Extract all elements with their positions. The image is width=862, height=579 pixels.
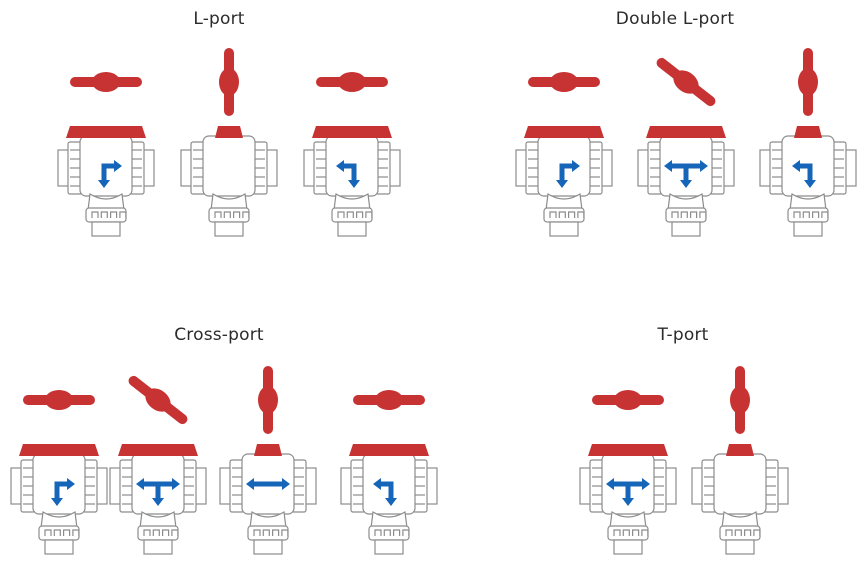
group-title-double-l-port: Double L-port	[615, 9, 735, 29]
valve-2	[180, 48, 278, 237]
valve-body	[303, 135, 401, 237]
valve-cap	[646, 126, 726, 138]
valve-3	[303, 72, 401, 237]
flow-arrow-left-right-down	[664, 160, 708, 188]
valve-2	[109, 375, 207, 555]
valve-handle-vertical	[730, 366, 750, 434]
valve-cap	[118, 444, 198, 456]
valve-cap	[349, 444, 429, 456]
flow-arrow-left-down	[98, 160, 122, 188]
valve-cap	[312, 126, 392, 138]
valve-cap	[19, 444, 99, 456]
valve-body	[57, 135, 155, 237]
flow-arrow-right-down	[373, 478, 397, 506]
valve-1	[57, 72, 155, 237]
flow-arrow-left-right	[246, 478, 290, 490]
valve-handle-vertical	[798, 48, 818, 116]
valve-body	[109, 453, 207, 555]
flow-arrow-left-down	[556, 160, 580, 188]
valve-handle-diagonal	[656, 57, 716, 107]
flow-arrow-left-right-down	[606, 478, 650, 506]
flow-arrow-right-down	[336, 160, 360, 188]
valve-handle-horizontal	[70, 72, 142, 92]
valve-2	[691, 366, 789, 555]
group-title-l-port: L-port	[193, 9, 245, 29]
flow-arrow-left-down	[51, 478, 75, 506]
valve-cap	[254, 444, 282, 456]
group-title-cross-port: Cross-port	[174, 325, 264, 345]
valve-cap	[726, 444, 754, 456]
valve-body	[579, 453, 677, 555]
group-title-t-port: T-port	[657, 325, 709, 345]
valve-body	[10, 453, 108, 555]
valve-body	[340, 453, 438, 555]
valve-body	[637, 135, 735, 237]
valve-handle-horizontal	[353, 390, 425, 410]
valve-handle-horizontal	[23, 390, 95, 410]
valve-1	[579, 390, 677, 555]
valve-3	[759, 48, 857, 237]
valve-body	[515, 135, 613, 237]
valve-handle-horizontal	[528, 72, 600, 92]
flow-arrow-left-right-down	[136, 478, 180, 506]
valve-body	[691, 453, 789, 555]
valve-handle-horizontal	[316, 72, 388, 92]
valve-2	[637, 57, 735, 237]
valve-cap	[588, 444, 668, 456]
valve-handle-diagonal	[128, 375, 188, 425]
valve-3	[219, 366, 317, 555]
valve-1	[515, 72, 613, 237]
valve-body	[219, 453, 317, 555]
valve-4	[340, 390, 438, 555]
valve-body	[759, 135, 857, 237]
valve-handle-vertical	[219, 48, 239, 116]
flow-arrow-right-down	[792, 160, 816, 188]
valve-handle-vertical	[258, 366, 278, 434]
valve-1	[10, 390, 108, 555]
valve-cap	[215, 126, 243, 138]
valve-cap	[794, 126, 822, 138]
valve-cap	[66, 126, 146, 138]
valve-body	[180, 135, 278, 237]
valve-cap	[524, 126, 604, 138]
valve-handle-horizontal	[592, 390, 664, 410]
